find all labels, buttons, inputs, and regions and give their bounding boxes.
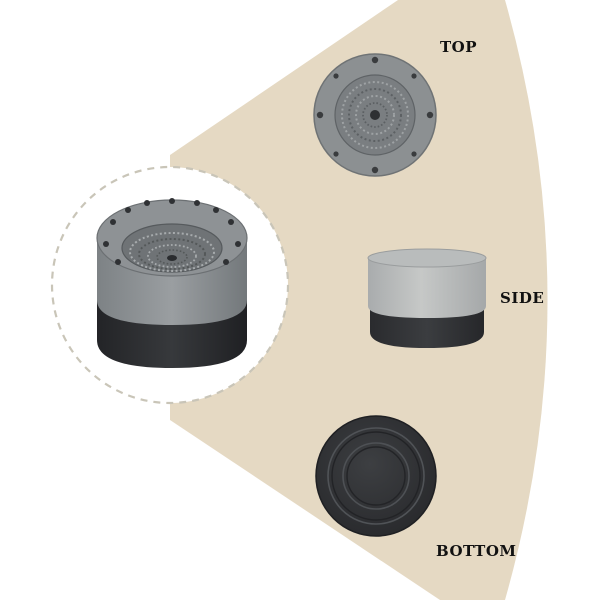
label-top: TOP [440,38,478,56]
bottom-view-pad [315,415,437,537]
beige-fan-backdrop [170,0,548,600]
top-view-pad [313,53,437,177]
label-side: SIDE [500,289,545,307]
side-view-pad [367,248,487,348]
main-perspective-pad [96,198,248,368]
label-bottom: BOTTOM [436,542,517,560]
